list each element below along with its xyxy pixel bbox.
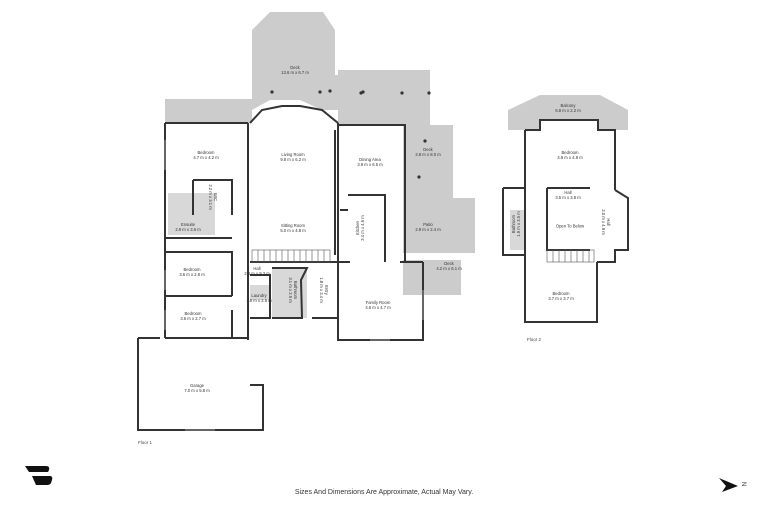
room-label-deck-top: Deck 13.6 m x 6.7 m	[281, 65, 309, 75]
floor-1-label: Floor 1	[138, 440, 153, 445]
room-label-garage: Garage 7.0 m x 5.8 m	[184, 383, 210, 393]
room-label-wic: WIC 2.2 m x 3.1 m	[208, 184, 218, 210]
deck-posts	[270, 89, 431, 179]
room-label-balcony: Balcony 6.8 m x 2.2 m	[555, 103, 581, 113]
north-compass: N	[716, 476, 756, 494]
disclaimer-text: Sizes And Dimensions Are Approximate, Ac…	[294, 489, 474, 496]
room-label-living-room: Living Room 9.8 m x 6.2 m	[280, 152, 306, 162]
outdoor-areas	[165, 12, 475, 318]
room-label-bedroom-2: Bedroom 3.6 m x 2.8 m	[179, 267, 205, 277]
room-label-hall-2: Hall 3.5 m x 3.8 m	[555, 190, 581, 200]
room-label-bedroom-up-1: Bedroom 4.9 m x 4.8 m	[557, 150, 583, 160]
room-label-hall-3: Hall 2.0 m x 4.9 m	[601, 209, 611, 235]
room-label-family-room: Family Room 4.6 m x 4.7 m	[365, 300, 391, 310]
room-label-laundry: Laundry 1.8 m x 2.5 m	[246, 293, 272, 303]
floor-2-label: Floor 2	[527, 337, 542, 342]
room-label-bathroom: Bathroom 3.1 m x 2.5 m	[288, 277, 298, 303]
room-label-bedroom-1: Bedroom 4.7 m x 4.2 m	[193, 150, 219, 160]
room-label-bedroom-up-2: Bedroom 3.7 m x 3.7 m	[548, 291, 574, 301]
stairs-floor1	[251, 249, 331, 263]
room-label-ensuite: Ensuite 2.9 m x 3.6 m	[175, 222, 201, 232]
compass-arrow-icon	[719, 478, 738, 492]
stairs-floor2	[546, 249, 595, 263]
room-label-deck-bottom: Deck 4.2 m x 6.1 m	[436, 261, 462, 271]
room-label-bathroom-2: Bathroom 1.9 m x 3.5 m	[511, 211, 521, 237]
room-label-kitchen: Kitchen 3.4 m x 4.6 m	[355, 215, 365, 241]
room-label-hall: Hall 2.3 m x 9.3 m	[244, 266, 270, 276]
brand-logo-icon	[25, 466, 53, 485]
compass-north-label: N	[740, 481, 747, 487]
room-label-patio: Patio 2.9 m x 2.4 m	[415, 222, 441, 232]
room-label-open-to-below: Open To Below	[555, 223, 585, 229]
windows	[164, 140, 424, 431]
room-label-bedroom-3: Bedroom 3.6 m x 2.7 m	[180, 311, 206, 321]
room-label-deck-right: Deck 2.8 m x 8.0 m	[415, 147, 441, 157]
room-label-entry: Entry 1.8 m x 3.4 m	[319, 277, 329, 303]
room-label-dining-area: Dining Area 3.9 m x 6.5 m	[357, 157, 383, 167]
room-label-sitting-room: Sitting Room 5.0 m x 4.8 m	[280, 223, 306, 233]
